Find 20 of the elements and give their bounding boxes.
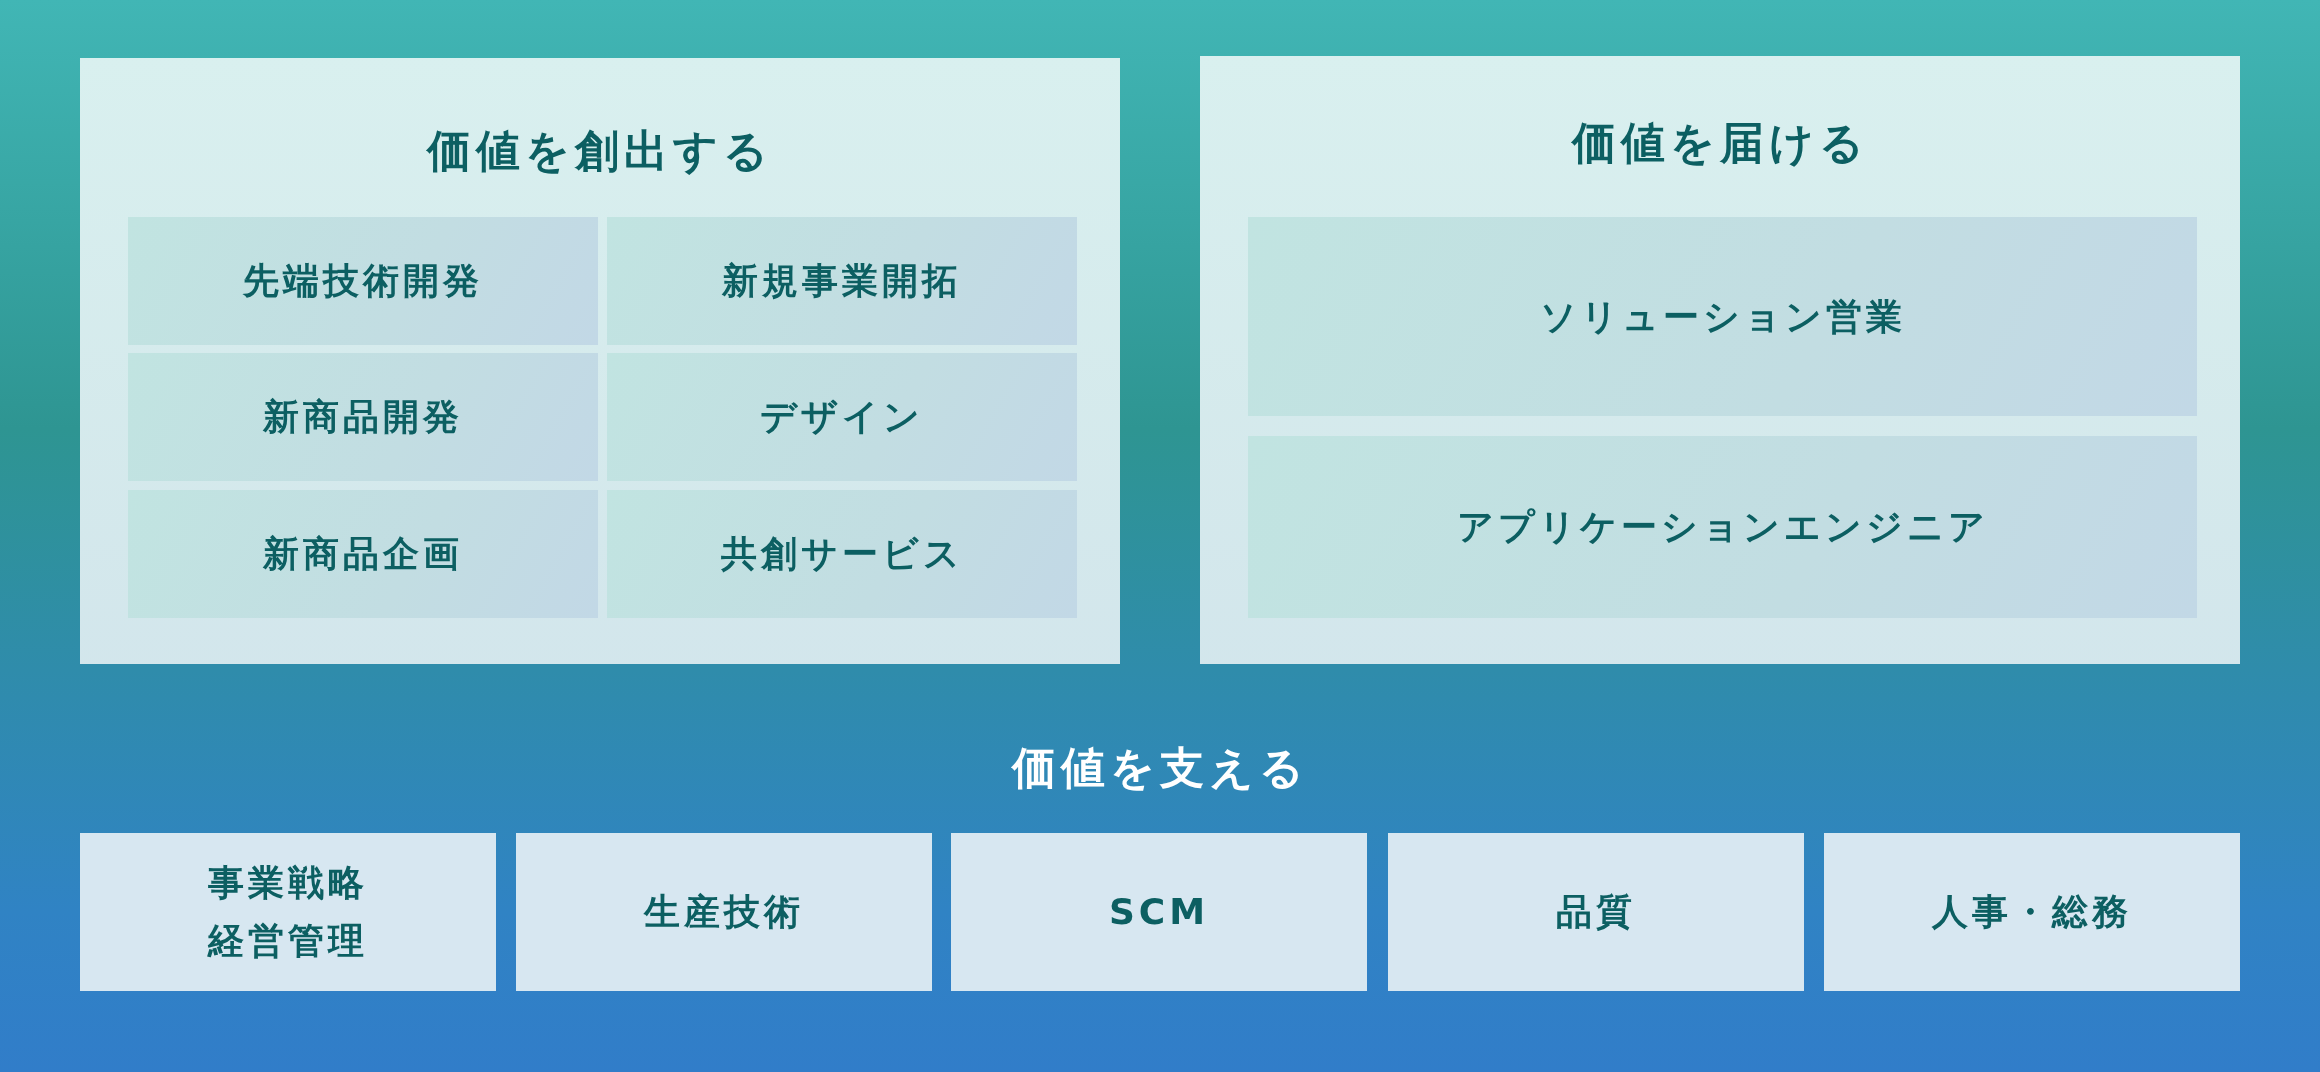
panel-heading: 価値を届ける — [1571, 116, 1869, 170]
group-panel — [80, 58, 1120, 664]
support-tile — [80, 833, 496, 991]
support-tile: SCM — [951, 833, 1367, 991]
tile-label: 事業戦略 — [208, 861, 368, 906]
function-tile: 先端技術開発 — [128, 217, 598, 345]
function-tile: ソリューション営業 — [1248, 217, 2197, 416]
function-tile: 新規事業開拓 — [607, 217, 1077, 345]
support-tile: 人事・総務 — [1824, 833, 2240, 991]
support-tile: 生産技術 — [516, 833, 932, 991]
function-tile: アプリケーションエンジニア — [1248, 436, 2197, 618]
function-tile: 新商品企画 — [128, 490, 598, 618]
group-panel — [1200, 56, 2240, 664]
tile-label: 経営管理 — [208, 919, 368, 963]
function-tile: 新商品開発 — [128, 353, 598, 481]
section-heading: 価値を支える — [1011, 741, 1309, 795]
panel-heading: 価値を創出する — [427, 124, 773, 178]
function-tile: デザイン — [607, 353, 1077, 481]
function-tile: 共創サービス — [607, 490, 1077, 618]
support-tile: 品質 — [1388, 833, 1804, 991]
